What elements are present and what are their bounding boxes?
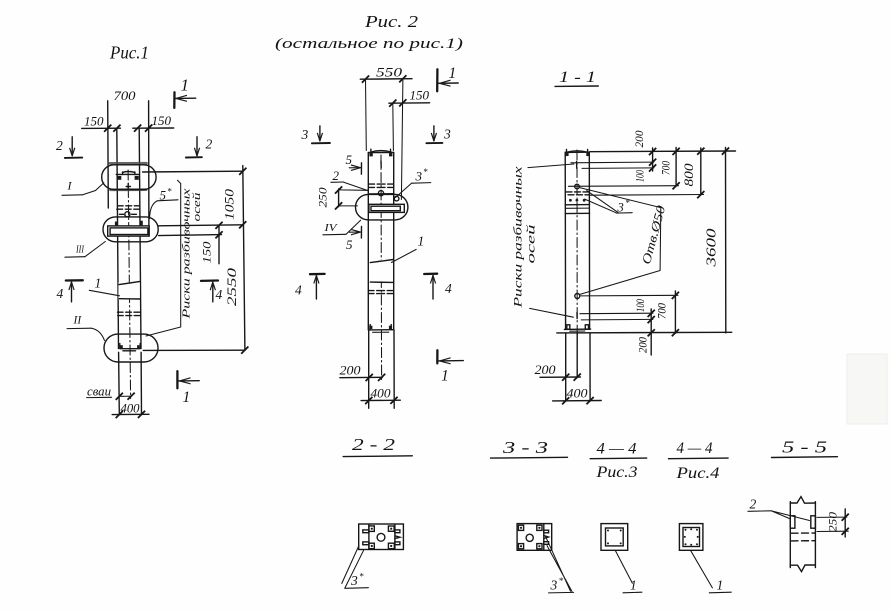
svg-text:Риски разбивочных: Риски разбивочных [181, 188, 193, 320]
svg-text:Рис. 2: Рис. 2 [364, 12, 419, 31]
svg-text:5: 5 [346, 152, 353, 167]
svg-text:3: 3 [443, 127, 451, 142]
svg-text:4 — 4: 4 — 4 [597, 441, 637, 458]
svg-text:4 — 4: 4 — 4 [677, 440, 713, 457]
svg-text:250: 250 [318, 187, 330, 207]
svg-text:3: 3 [415, 169, 423, 184]
svg-text:1: 1 [717, 578, 724, 593]
svg-text:5: 5 [346, 237, 353, 252]
svg-text:1: 1 [95, 276, 102, 291]
svg-text:1: 1 [181, 76, 190, 95]
svg-text:Рис.3: Рис.3 [595, 464, 637, 481]
svg-text:(остальное по рис.1): (остальное по рис.1) [275, 36, 463, 52]
svg-text:1: 1 [630, 578, 637, 593]
svg-text:2: 2 [56, 138, 63, 153]
svg-text:III: III [75, 244, 85, 256]
svg-text:Рис.4: Рис.4 [675, 465, 719, 482]
svg-text:Рис.1: Рис.1 [109, 43, 149, 63]
svg-text:IV: IV [323, 222, 338, 234]
svg-text:1: 1 [183, 389, 191, 406]
svg-text:400: 400 [567, 387, 589, 401]
svg-text:*: * [167, 187, 172, 197]
svg-text:700: 700 [114, 88, 137, 103]
svg-text:II: II [73, 315, 83, 327]
svg-text:сваи: сваи [87, 385, 111, 399]
svg-text:4: 4 [295, 283, 302, 298]
svg-text:150: 150 [152, 114, 172, 128]
svg-text:3 - 3: 3 - 3 [502, 438, 548, 457]
svg-text:1: 1 [418, 234, 425, 249]
svg-text:2: 2 [750, 497, 757, 512]
svg-text:150: 150 [84, 115, 104, 129]
svg-text:*: * [423, 167, 428, 177]
svg-text:3: 3 [550, 578, 558, 593]
svg-text:100: 100 [633, 170, 647, 182]
svg-text:*: * [559, 576, 564, 586]
svg-text:Отв.Ø50: Отв.Ø50 [639, 203, 668, 265]
svg-text:800: 800 [682, 163, 696, 187]
svg-text:1050: 1050 [222, 188, 237, 220]
svg-text:осей: осей [526, 224, 538, 264]
svg-text:2: 2 [333, 168, 340, 183]
svg-text:3: 3 [350, 573, 358, 588]
svg-text:1: 1 [449, 65, 457, 82]
svg-text:1: 1 [441, 368, 449, 385]
svg-text:*: * [359, 572, 364, 582]
svg-text:4: 4 [445, 281, 452, 296]
svg-text:100: 100 [633, 299, 647, 312]
svg-text:4: 4 [57, 286, 64, 301]
svg-text:Риски разбивочных: Риски разбивочных [513, 167, 525, 310]
svg-text:I: I [67, 179, 73, 193]
svg-text:2550: 2550 [224, 267, 239, 306]
svg-text:3600: 3600 [704, 228, 719, 268]
svg-text:2 - 2: 2 - 2 [352, 435, 395, 454]
svg-text:3: 3 [617, 201, 624, 215]
svg-text:550: 550 [376, 65, 403, 80]
svg-text:2: 2 [206, 137, 213, 152]
svg-text:3: 3 [301, 127, 309, 142]
svg-text:4: 4 [216, 287, 223, 302]
svg-text:400: 400 [121, 402, 141, 416]
svg-text:150: 150 [410, 88, 430, 103]
svg-text:200: 200 [632, 131, 646, 148]
svg-text:700: 700 [655, 303, 669, 319]
svg-text:200: 200 [340, 364, 362, 378]
svg-text:1 - 1: 1 - 1 [559, 69, 596, 86]
svg-text:5 - 5: 5 - 5 [782, 438, 827, 457]
svg-text:150: 150 [200, 242, 214, 264]
svg-text:700: 700 [659, 161, 673, 175]
svg-text:осей: осей [191, 192, 203, 222]
svg-text:250: 250 [828, 512, 840, 532]
svg-text:400: 400 [371, 387, 392, 401]
svg-text:5: 5 [160, 188, 167, 203]
svg-text:200: 200 [636, 337, 650, 353]
svg-text:*: * [625, 198, 630, 208]
svg-text:200: 200 [535, 363, 557, 377]
